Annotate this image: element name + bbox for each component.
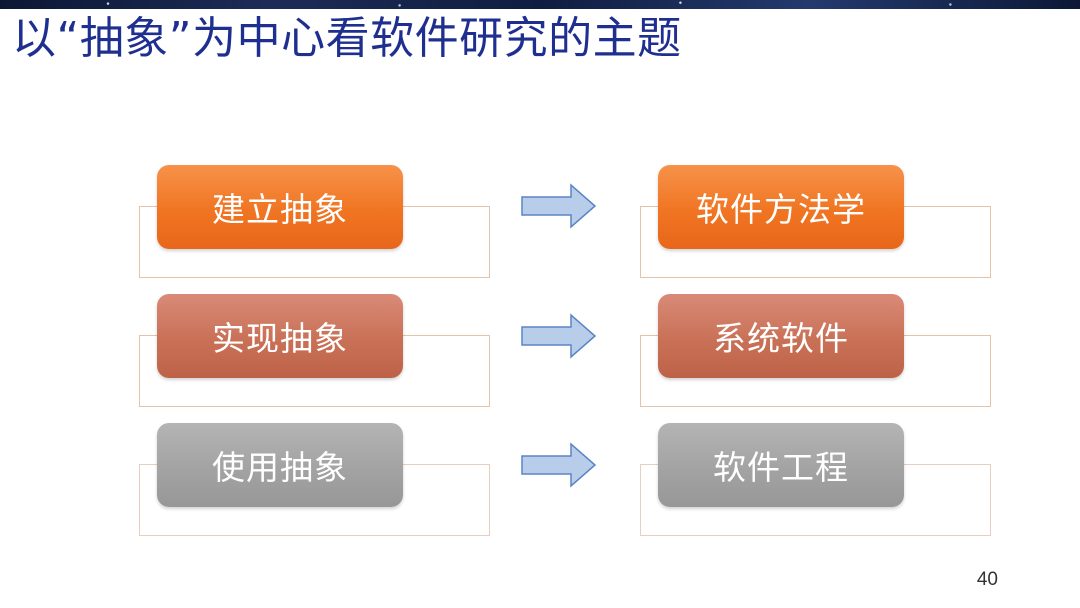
pill-system-software: 系统软件 bbox=[658, 294, 904, 378]
right-arrow-icon bbox=[521, 442, 597, 488]
right-arrow-icon bbox=[521, 313, 597, 359]
top-decorative-band bbox=[0, 0, 1080, 9]
right-arrow-icon bbox=[521, 183, 597, 229]
pill-implement-abstraction: 实现抽象 bbox=[157, 294, 403, 378]
pill-build-abstraction: 建立抽象 bbox=[157, 165, 403, 249]
pill-software-engineering: 软件工程 bbox=[658, 423, 904, 507]
page-number: 40 bbox=[976, 569, 998, 590]
slide-title: 以“抽象”为中心看软件研究的主题 bbox=[12, 13, 682, 64]
pill-software-methodology: 软件方法学 bbox=[658, 165, 904, 249]
pill-use-abstraction: 使用抽象 bbox=[157, 423, 403, 507]
